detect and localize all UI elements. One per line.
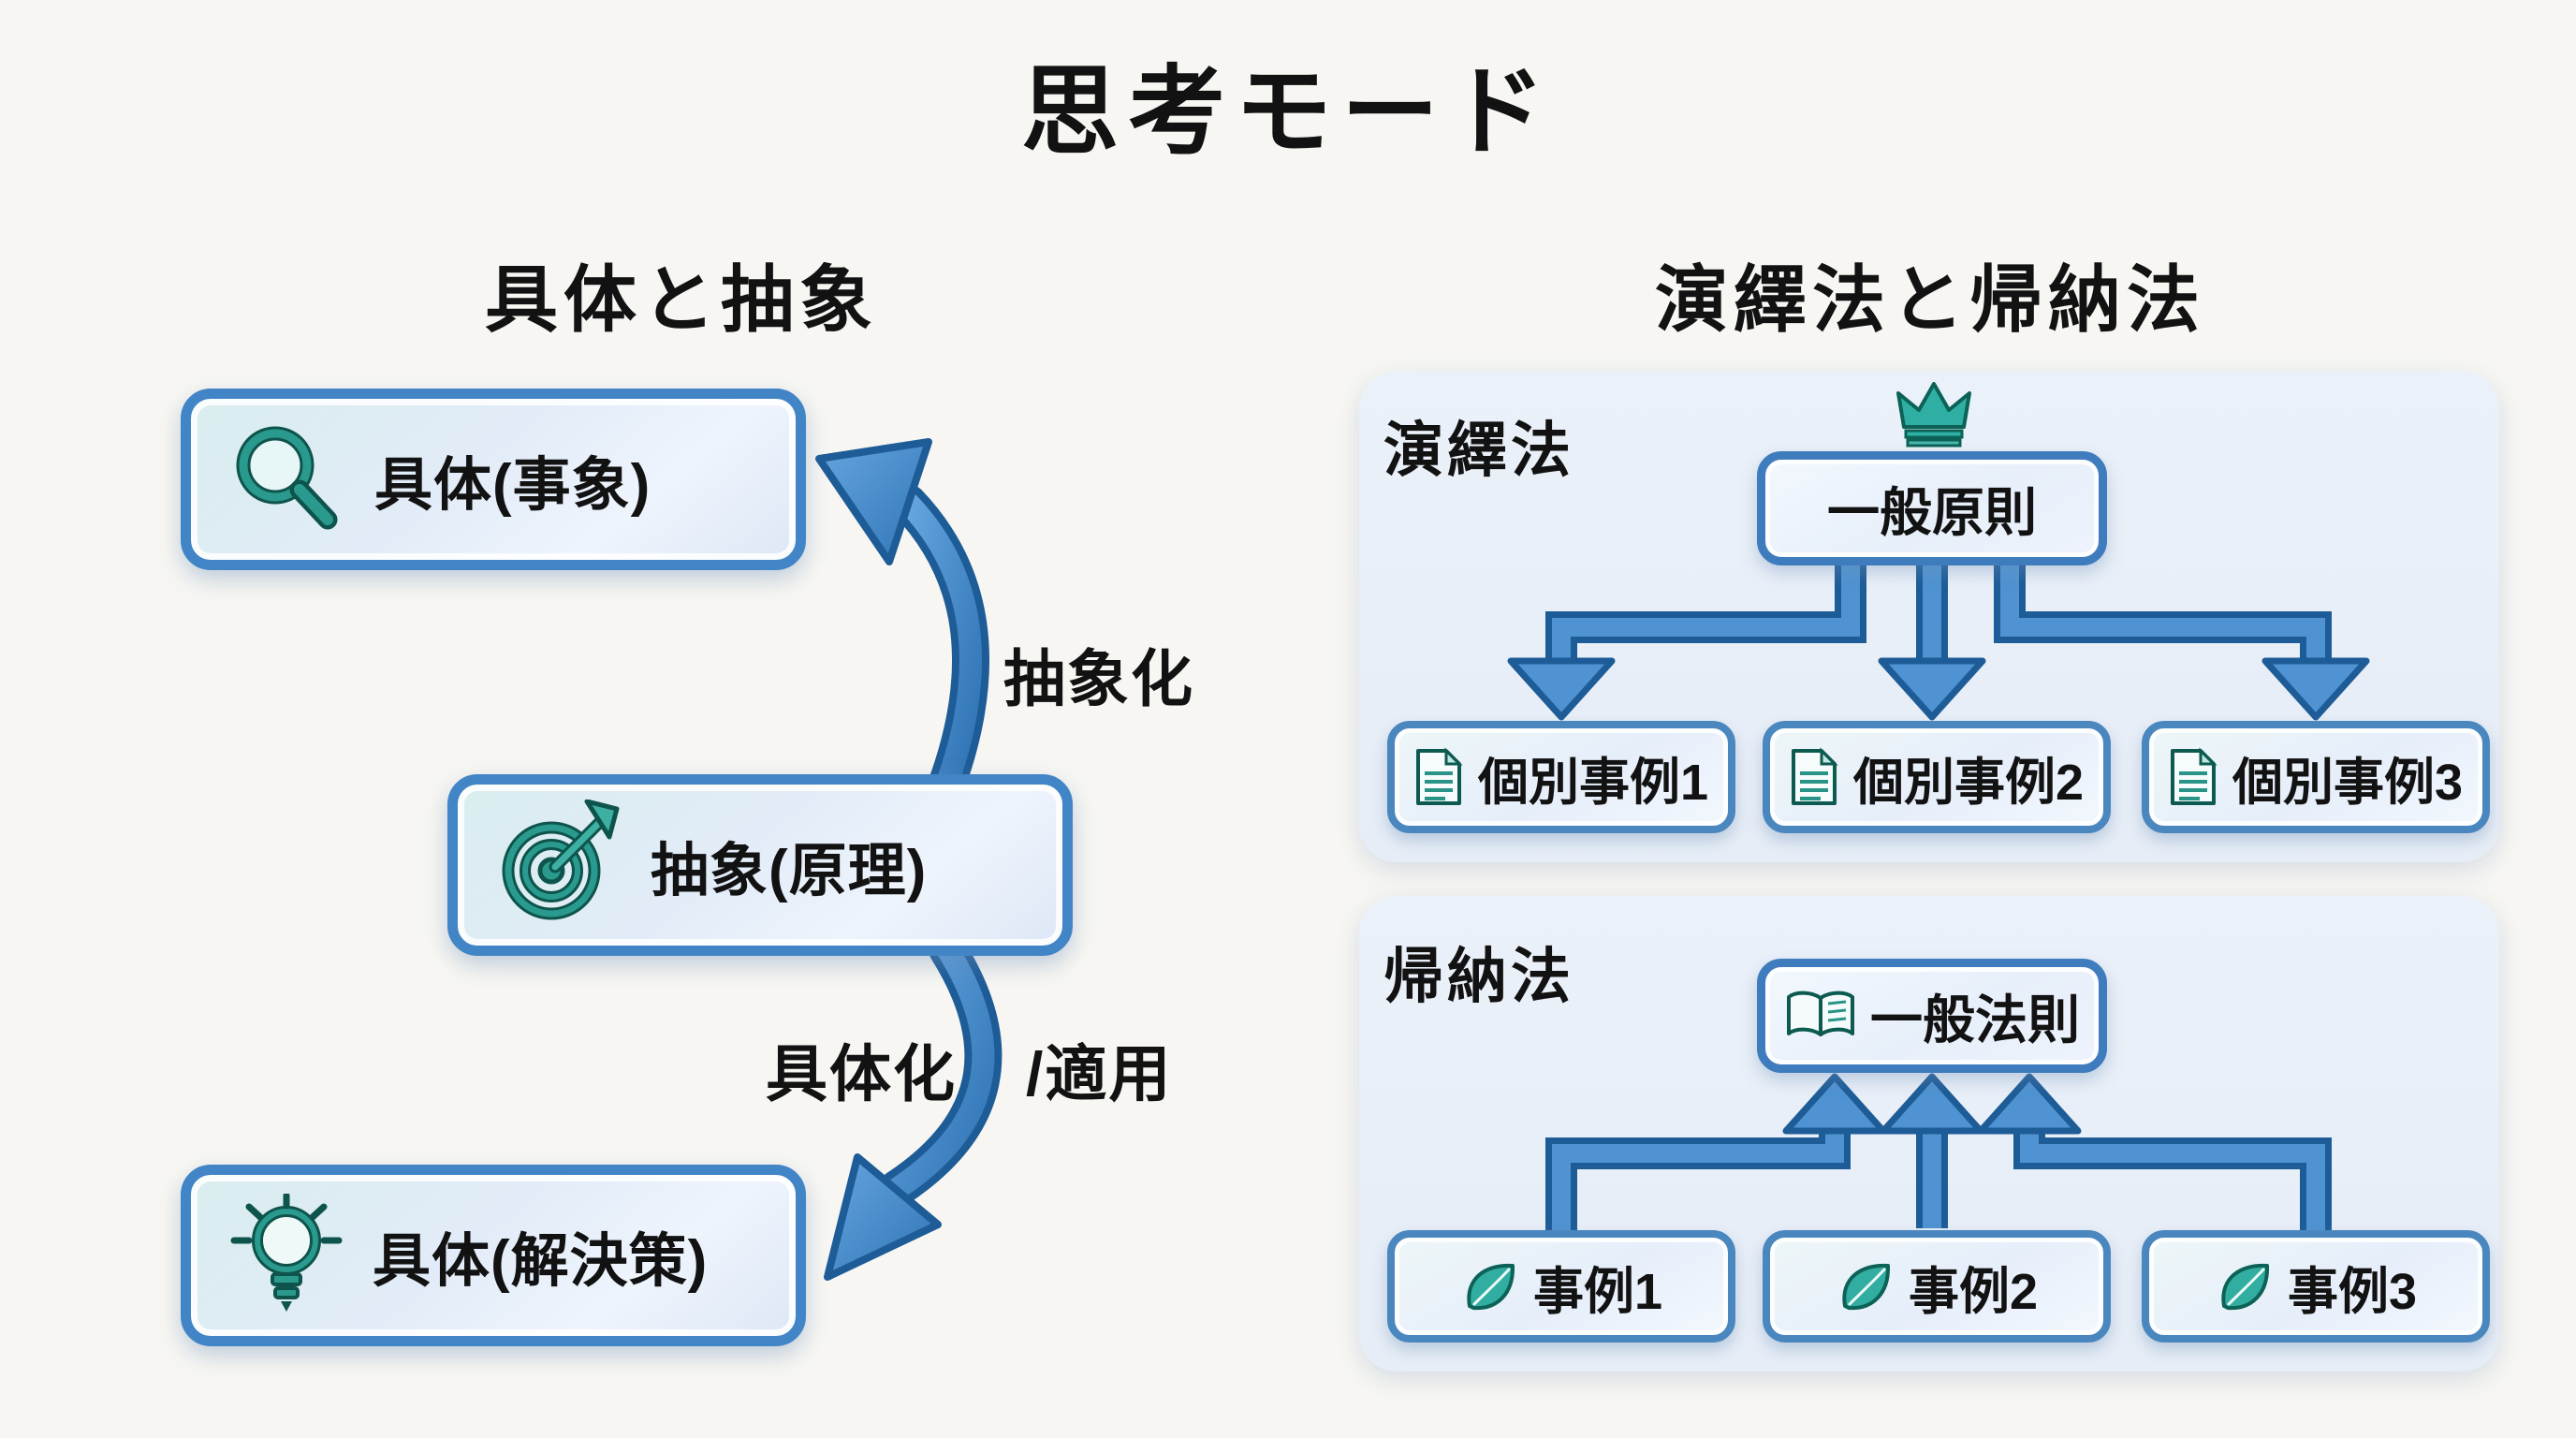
crown-icon bbox=[1895, 382, 1973, 448]
page-title: 思考モード bbox=[1020, 58, 1555, 167]
concrete-phenomenon-box: 具体(事象) bbox=[181, 389, 806, 570]
section-heading-concrete-abstract: 具体と抽象 bbox=[484, 258, 878, 341]
box-label: 個別事例3 bbox=[2232, 754, 2464, 811]
abstraction-arrow bbox=[815, 438, 990, 801]
abstraction-arrow-label: 抽象化 bbox=[1003, 644, 1194, 713]
leaf-icon bbox=[2215, 1257, 2273, 1315]
box-label: 具体(解決策) bbox=[373, 1229, 709, 1294]
induction-label: 帰納法 bbox=[1383, 943, 1574, 1010]
abstract-principle-box: 抽象(原理) bbox=[447, 774, 1073, 956]
general-principle-box: 一般原則 bbox=[1757, 451, 2107, 565]
leaf-icon bbox=[1836, 1257, 1894, 1315]
general-law-box: 一般法則 bbox=[1757, 959, 2107, 1073]
box-label: 一般法則 bbox=[1870, 990, 2080, 1049]
box-label: 事例3 bbox=[2287, 1263, 2418, 1320]
box-label: 抽象(原理) bbox=[651, 839, 928, 903]
case-1-box: 事例1 bbox=[1387, 1230, 1735, 1343]
document-icon bbox=[2169, 747, 2217, 807]
lightbulb-icon bbox=[227, 1192, 346, 1317]
case-2-box: 事例2 bbox=[1763, 1230, 2111, 1343]
individual-case-3-box: 個別事例3 bbox=[2142, 721, 2490, 833]
case-3-box: 事例3 bbox=[2142, 1230, 2490, 1343]
box-label: 具体(事象) bbox=[374, 453, 651, 518]
magnifier-icon bbox=[227, 418, 348, 540]
section-heading-deduction-induction: 演繹法と帰納法 bbox=[1654, 258, 2205, 341]
document-icon bbox=[1414, 747, 1463, 807]
application-arrow-label: /適用 bbox=[1026, 1039, 1173, 1108]
concretization-arrow-label: 具体化 bbox=[766, 1039, 957, 1108]
individual-case-2-box: 個別事例2 bbox=[1763, 721, 2111, 833]
box-label: 事例1 bbox=[1532, 1263, 1663, 1320]
deduction-label: 演繹法 bbox=[1383, 417, 1574, 484]
concrete-solution-box: 具体(解決策) bbox=[181, 1165, 806, 1346]
individual-case-1-box: 個別事例1 bbox=[1387, 721, 1735, 833]
box-label: 事例2 bbox=[1908, 1263, 2039, 1320]
box-label: 個別事例2 bbox=[1852, 754, 2085, 811]
document-icon bbox=[1790, 747, 1838, 807]
leaf-icon bbox=[1460, 1257, 1518, 1315]
book-icon bbox=[1784, 989, 1857, 1043]
box-label: 一般原則 bbox=[1827, 482, 2037, 542]
box-label: 個別事例1 bbox=[1477, 754, 1709, 811]
target-icon bbox=[493, 799, 624, 931]
